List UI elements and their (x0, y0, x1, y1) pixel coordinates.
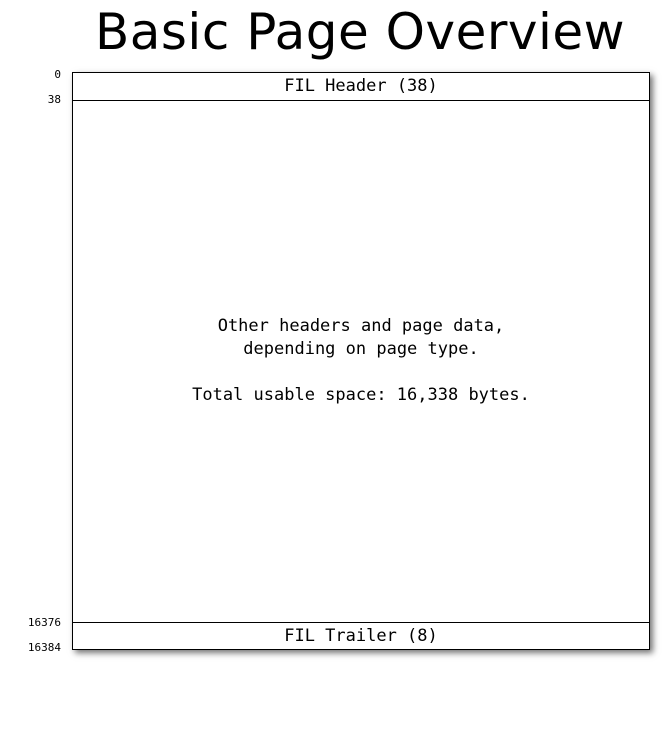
fil-header-section: FIL Header (38) (73, 73, 649, 101)
fil-trailer-label: FIL Trailer (8) (284, 626, 438, 646)
fil-trailer-section: FIL Trailer (8) (73, 622, 649, 650)
page-structure-box: FIL Header (38) Other headers and page d… (72, 72, 650, 650)
fil-header-label: FIL Header (38) (284, 76, 438, 96)
diagram-title: Basic Page Overview (94, 3, 626, 61)
body-text-line-1: Other headers and page data, (217, 316, 505, 336)
body-text-spacer (73, 361, 649, 384)
body-text-line-2: depending on page type. (243, 339, 479, 359)
offset-label-start: 0 (54, 68, 61, 81)
offset-label-end: 16384 (27, 641, 61, 654)
page-body-section: Other headers and page data, depending o… (73, 101, 649, 622)
offset-label-header-end: 38 (47, 93, 61, 106)
offset-label-trailer-start: 16376 (27, 616, 61, 629)
page-body-description: Other headers and page data, depending o… (73, 315, 649, 407)
body-text-line-3: Total usable space: 16,338 bytes. (192, 385, 530, 405)
